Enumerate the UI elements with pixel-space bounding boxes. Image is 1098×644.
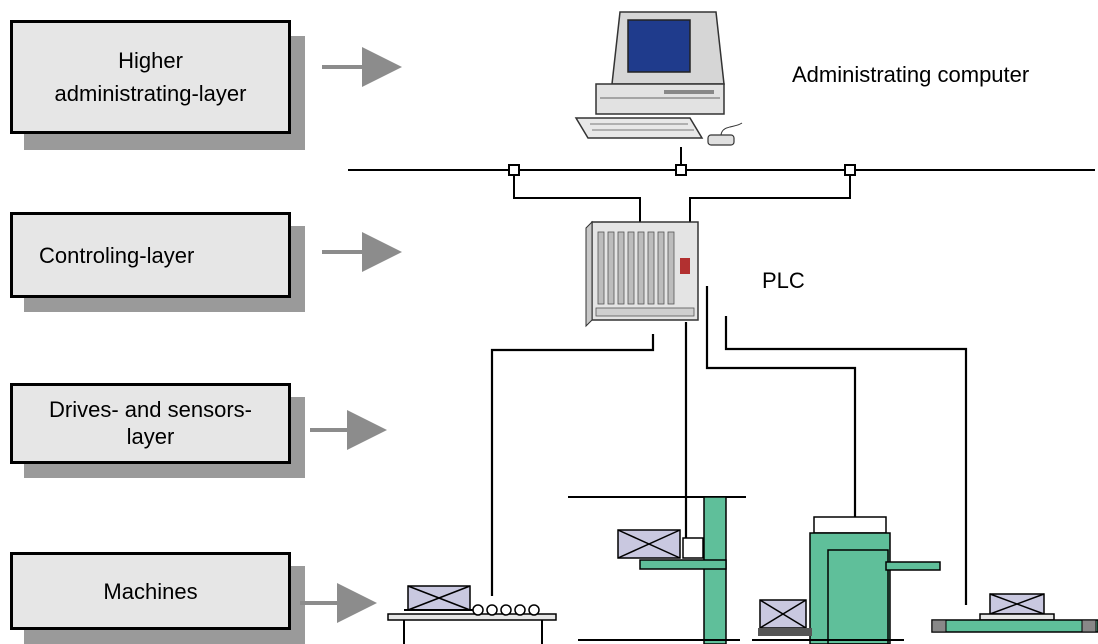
layer-box-drives: Drives- and sensors- layer [10,383,305,478]
layer-arrows [300,47,402,623]
network-bus [348,147,1095,222]
bus-connectors [508,164,856,176]
plc-label: PLC [762,268,805,293]
layer-label-line-1: Drives- and sensors- [49,397,252,423]
machine-table [931,593,1098,633]
layer-label-line-2: administrating-layer [54,81,247,106]
box-face: Machines [10,552,291,630]
computer-icon [574,11,743,146]
layer-box-controling: Controling-layer [10,212,305,312]
layer-label-line-1: Controling-layer [39,242,195,268]
box-face: Higher administrating-layer [10,20,291,134]
layer-box-higher: Higher administrating-layer [10,20,305,150]
layer-label-line-2: layer [126,423,175,449]
box-face: Drives- and sensors- layer [10,383,291,464]
layer-label-line-1: Machines [103,578,198,604]
plc-icon [585,220,699,328]
machine-conveyor [387,585,557,644]
layer-label-line-1: Higher [118,48,183,73]
machine-gantry [568,496,746,644]
field-cables [490,286,968,605]
machine-press [752,516,941,644]
layer-box-machines: Machines [10,552,305,644]
computer-label: Administrating computer [792,62,1030,87]
box-face: Controling-layer [10,212,291,298]
